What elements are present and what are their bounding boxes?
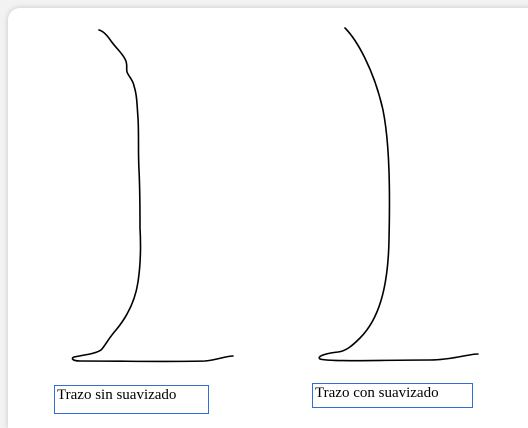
smoothed-caption: Trazo con suavizado bbox=[312, 383, 473, 408]
unsmoothed-stroke bbox=[71, 29, 234, 363]
unsmoothed-caption: Trazo sin suavizado bbox=[54, 385, 209, 414]
drawing-canvas[interactable] bbox=[8, 8, 528, 428]
smoothed-stroke bbox=[318, 27, 479, 362]
